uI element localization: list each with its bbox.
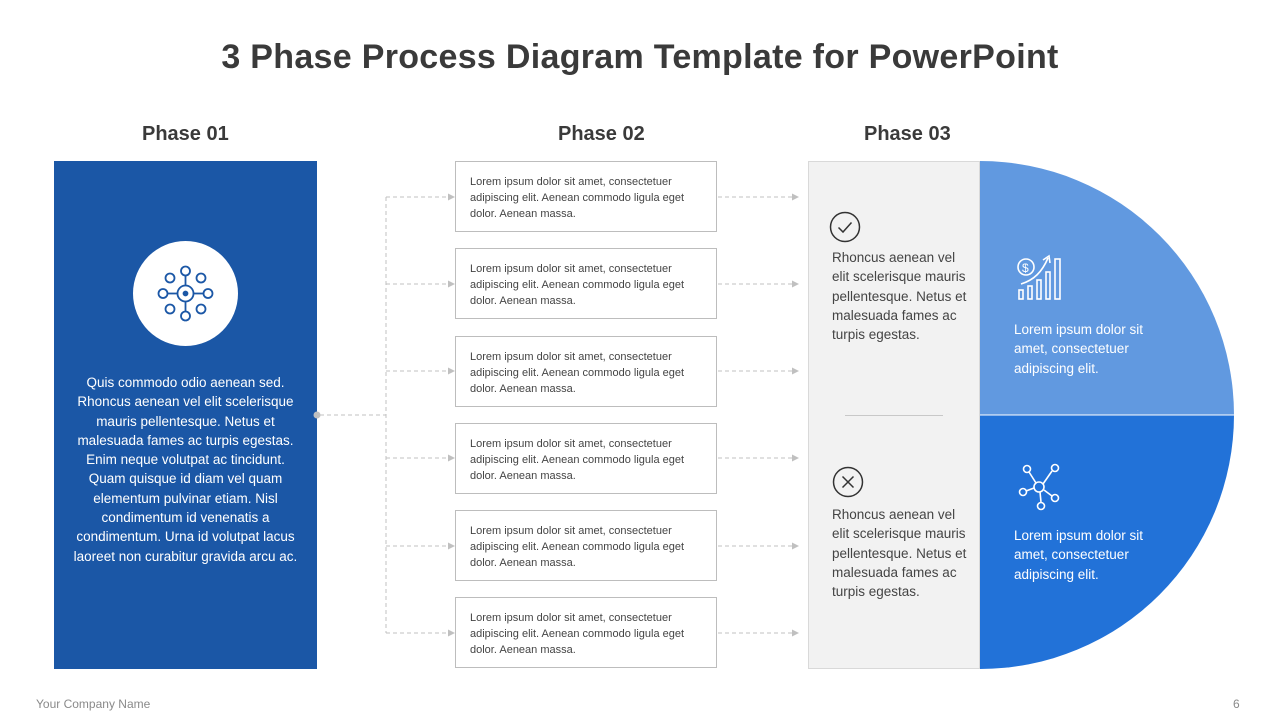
dollar-growth-chart-icon: $ bbox=[1017, 254, 1061, 300]
phase-02-box-text: Lorem ipsum dolor sit amet, consectetuer… bbox=[470, 525, 685, 569]
phase-02-label: Phase 02 bbox=[558, 123, 645, 145]
phase-02-box-text: Lorem ipsum dolor sit amet, consectetuer… bbox=[470, 176, 685, 220]
svg-text:$: $ bbox=[1022, 261, 1029, 275]
phase-03-top-segment-text: Lorem ipsum dolor sit amet, consectetuer… bbox=[1014, 322, 1144, 376]
phase-03-panel: Rhoncus aenean vel elit scelerisque maur… bbox=[808, 161, 980, 669]
phase-02-box-1: Lorem ipsum dolor sit amet, consectetuer… bbox=[455, 161, 717, 232]
phase-02-box-3: Lorem ipsum dolor sit amet, consectetuer… bbox=[455, 336, 717, 407]
molecule-network-icon bbox=[1018, 463, 1060, 511]
phase-03-bottom-segment bbox=[980, 415, 1234, 669]
phase-03-top-text: Rhoncus aenean vel elit scelerisque maur… bbox=[832, 250, 967, 343]
phase-03-bottom-text: Rhoncus aenean vel elit scelerisque maur… bbox=[832, 507, 967, 600]
phase-02-box-4: Lorem ipsum dolor sit amet, consectetuer… bbox=[455, 423, 717, 494]
phase-02-box-text: Lorem ipsum dolor sit amet, consectetuer… bbox=[470, 612, 685, 656]
phase-01-panel: Quis commodo odio aenean sed. Rhoncus ae… bbox=[54, 161, 317, 669]
phase-03-bottom-segment-text: Lorem ipsum dolor sit amet, consectetuer… bbox=[1014, 528, 1144, 582]
check-circle-icon bbox=[829, 211, 861, 243]
phase-02-box-text: Lorem ipsum dolor sit amet, consectetuer… bbox=[470, 263, 685, 307]
phase-01-description: Quis commodo odio aenean sed. Rhoncus ae… bbox=[73, 375, 298, 564]
footer-company-name: Your Company Name bbox=[36, 697, 151, 711]
network-nodes-icon bbox=[157, 265, 214, 322]
phase-03-label: Phase 03 bbox=[864, 123, 951, 145]
phase-01-icon-circle bbox=[133, 241, 238, 346]
x-circle-icon bbox=[832, 466, 864, 498]
page-title: 3 Phase Process Diagram Template for Pow… bbox=[221, 38, 1059, 76]
phase-01-label: Phase 01 bbox=[142, 123, 229, 145]
connector-origin-dot bbox=[313, 411, 321, 419]
phase-03-divider bbox=[845, 415, 943, 416]
phase-02-box-6: Lorem ipsum dolor sit amet, consectetuer… bbox=[455, 597, 717, 668]
phase-02-box-5: Lorem ipsum dolor sit amet, consectetuer… bbox=[455, 510, 717, 581]
phase-02-box-text: Lorem ipsum dolor sit amet, consectetuer… bbox=[470, 351, 685, 395]
phase-02-box-text: Lorem ipsum dolor sit amet, consectetuer… bbox=[470, 438, 685, 482]
footer-page-number: 6 bbox=[1233, 697, 1240, 711]
phase-02-box-2: Lorem ipsum dolor sit amet, consectetuer… bbox=[455, 248, 717, 319]
phase-03-top-segment bbox=[980, 161, 1234, 415]
